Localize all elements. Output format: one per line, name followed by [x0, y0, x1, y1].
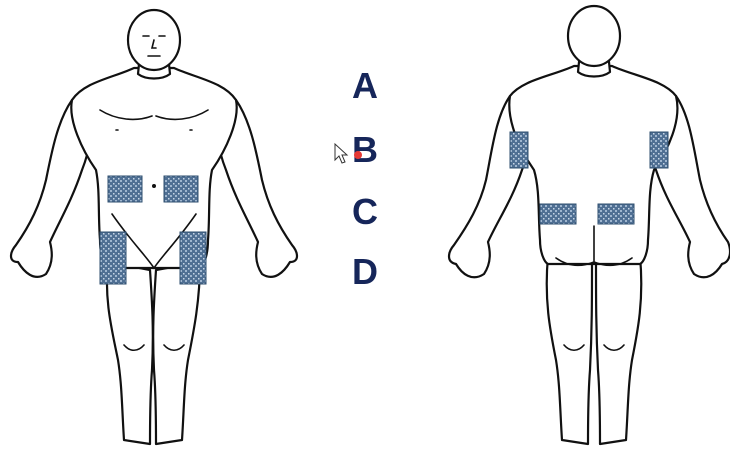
back-hip-right-site: [598, 204, 634, 224]
front-body-figure: [11, 10, 297, 444]
label-b: B: [352, 129, 378, 170]
back-head: [568, 6, 620, 66]
back-hip-left-site: [540, 204, 576, 224]
front-torso: [71, 68, 236, 268]
front-right-leg: [153, 262, 200, 444]
front-thigh-left-site: [100, 232, 126, 284]
back-upper-arm-right-site: [650, 132, 668, 168]
label-d: D: [352, 251, 378, 292]
label-a: A: [352, 65, 378, 106]
site-labels: A B C D: [352, 65, 378, 292]
cursor-highlight-dot: [354, 151, 362, 159]
front-abdomen-left-site: [108, 176, 142, 202]
back-upper-arm-left-site: [510, 132, 528, 168]
front-left-leg: [107, 262, 153, 444]
front-abdomen-right-site: [164, 176, 198, 202]
front-thigh-right-site: [180, 232, 206, 284]
label-c: C: [352, 191, 378, 232]
front-navel: [152, 184, 156, 188]
back-body-figure: [449, 6, 730, 444]
